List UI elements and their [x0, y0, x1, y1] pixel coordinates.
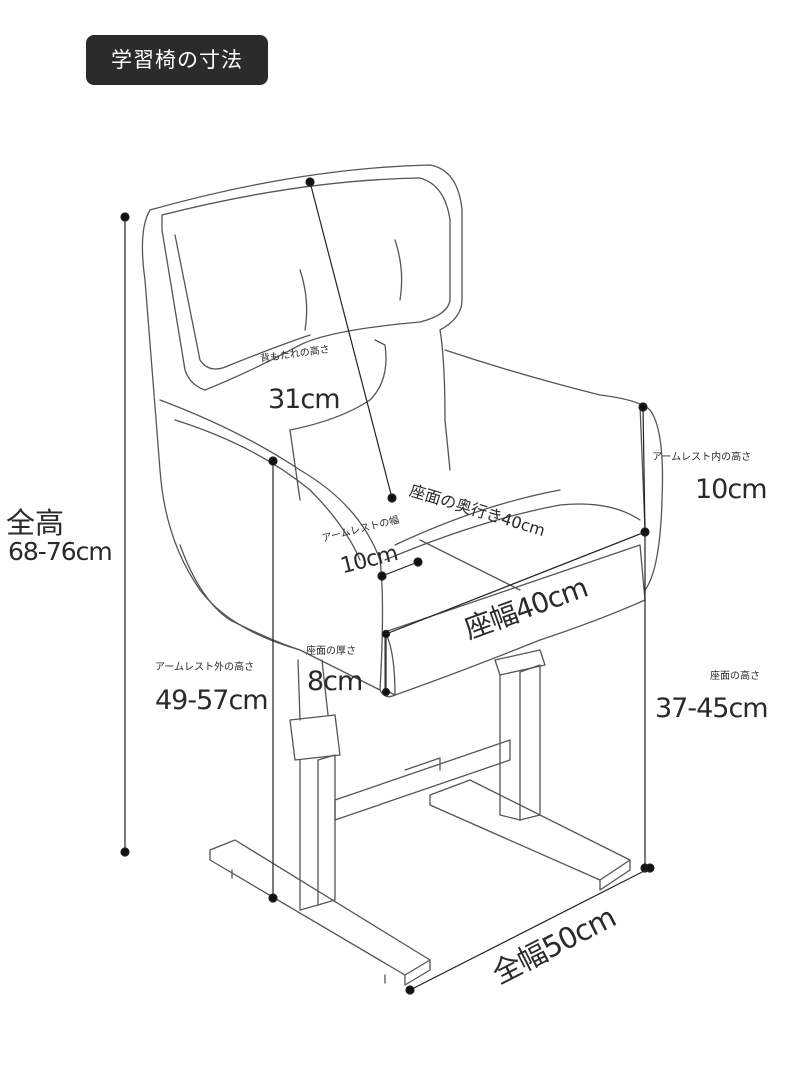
back-height-value: 31cm [268, 384, 341, 415]
back-height-line [309, 181, 393, 499]
seat-thickness-bottom-dot [381, 687, 391, 697]
seat-thickness-label: 座面の厚さ [306, 646, 356, 657]
dimension-lines [120, 177, 655, 995]
armrest-inner-height-value: 10cm [695, 474, 768, 505]
armrest-inner-top-dot [638, 402, 648, 412]
armrest-outer-height-label: アームレスト外の高さ [155, 662, 255, 673]
armrest-width-line [381, 561, 419, 577]
armrest-width-left-dot [377, 571, 387, 581]
seat-height-label: 座面の高さ [710, 671, 760, 682]
back-height-bottom-dot [387, 493, 397, 503]
armrest-inner-height-line [642, 406, 646, 533]
total-width-line [409, 867, 651, 991]
chair-outline [141, 164, 664, 986]
armrest-outer-top-dot [268, 456, 278, 466]
armrest-outer-height-value: 49-57cm [155, 685, 269, 716]
seat-thickness-value: 8cm [307, 666, 363, 697]
total-width-right-dot [645, 863, 655, 873]
seat-height-value: 37-45cm [655, 693, 769, 724]
title-badge: 学習椅の寸法 [86, 35, 268, 85]
total-height-top-dot [120, 212, 130, 222]
total-height-label: 全高 [6, 506, 65, 540]
armrest-outer-bottom-dot [268, 893, 278, 903]
armrest-inner-height-label: アームレスト内の高さ [652, 452, 752, 463]
total-height-bottom-dot [120, 847, 130, 857]
total-height-value: 68-76cm [8, 537, 113, 566]
seat-width-line [385, 531, 646, 635]
total-width-left-dot [405, 985, 415, 995]
back-height-top-dot [305, 177, 315, 187]
armrest-width-right-dot [413, 557, 423, 567]
